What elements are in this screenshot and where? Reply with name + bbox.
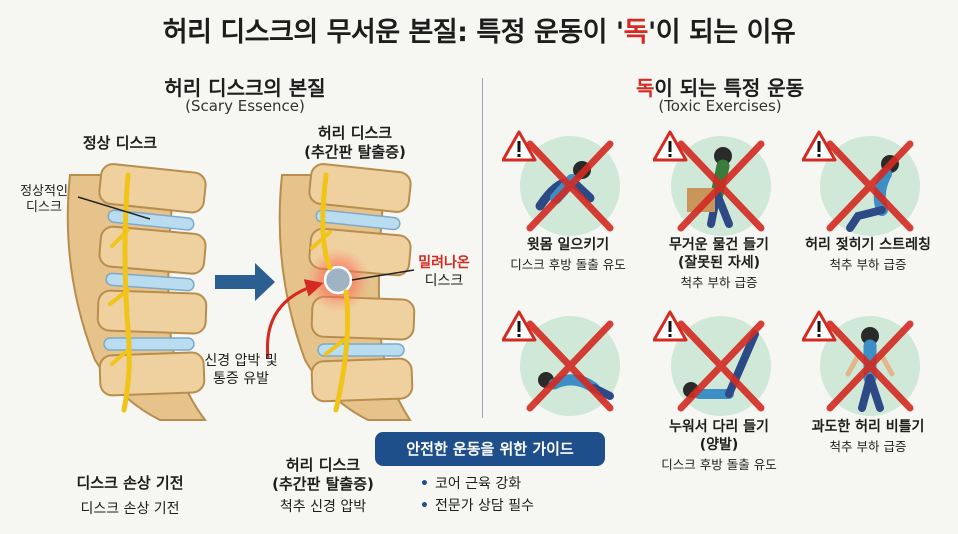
herniated-bottom-subtitle: 척추 신경 압박 (279, 499, 367, 515)
exercise-name: (양발) (699, 437, 739, 453)
nerve-callout-line-1: 신경 압박 및 (204, 353, 278, 369)
right-section-title: 독이 되는 특정 운동 (590, 72, 850, 101)
normal-spine (66, 163, 208, 421)
exercise-name: 누워서 다리 들기 (669, 419, 769, 435)
exercise-illustration (652, 310, 783, 424)
herniated-disc-label: 허리 디스크 (추간판 탈출증) (290, 124, 420, 162)
left-section-subtitle: (Scary Essence) (185, 97, 305, 115)
exercise-name: 무거운 물건 들기 (669, 237, 769, 253)
normal-disc-label: 정상 디스크 (82, 134, 158, 152)
exercise-illustration (501, 310, 632, 424)
exercise-effect: 디스크 후방 돌출 유도 (661, 457, 777, 472)
exercise-effect: 디스크 후방 돌출 유도 (510, 257, 626, 272)
disc-damage-subtitle: 디스크 손상 기전 (80, 501, 180, 517)
exercise-effect: 척추 부하 급증 (829, 439, 907, 454)
exercise-illustration (801, 130, 932, 244)
exercise-illustration (501, 130, 632, 244)
title-text-start: 허리 디스크의 무서운 본질: 특정 운동이 ' (162, 17, 624, 48)
bullet-icon: • (420, 476, 429, 492)
right-title-highlight: 독 (635, 76, 655, 100)
main-title: 허리 디스크의 무서운 본질: 특정 운동이 '독'이 되는 이유 (0, 10, 958, 49)
exercise-illustration (652, 130, 783, 244)
exercise-name: 과도한 허리 비틀기 (811, 419, 925, 435)
exercise-caption: 누워서 다리 들기 (양발) 디스크 후방 돌출 유도 (639, 418, 799, 473)
nerve-compression-callout: 신경 압박 및 통증 유발 (186, 352, 296, 388)
disc-damage-title: 디스크 손상 기전 (76, 474, 184, 492)
guide-item: • 전문가 상담 필수 (420, 496, 534, 516)
left-section-title: 허리 디스크의 본질 (164, 76, 326, 100)
exercise-name: 윗몸 일으키기 (526, 237, 610, 253)
exercise-effect: 척추 부하 급증 (829, 257, 907, 272)
pushed-out-label-red: 밀려나온 (418, 255, 470, 271)
exercise-effect: 척추 부하 급증 (680, 275, 758, 290)
pushed-out-disc-label: 밀려나온 디스크 (410, 254, 478, 290)
herniated-bottom-line-2: (추간판 탈출증) (272, 475, 374, 493)
guide-item-text: 전문가 상담 필수 (434, 498, 535, 514)
guide-item: • 코어 근육 강화 (420, 474, 521, 494)
spine-illustration (66, 163, 416, 421)
normal-disc-callout-line-1: 정상적인 (20, 184, 68, 199)
herniated-bottom-line-1: 허리 디스크 (285, 456, 361, 474)
herniated-bottom-title: 허리 디스크 (추간판 탈출증) (248, 456, 398, 494)
herniated-spine (265, 163, 416, 421)
exercise-name: 허리 젖히기 스트레칭 (805, 237, 931, 253)
exercise-caption: 무거운 물건 들기 (잘못된 자세) 척추 부하 급증 (639, 236, 799, 291)
right-section-subtitle: (Toxic Exercises) (658, 97, 782, 115)
nerve-callout-line-2: 통증 유발 (213, 371, 269, 387)
guide-item-text: 코어 근육 강화 (434, 476, 522, 492)
title-text-end: '이 되는 이유 (647, 17, 796, 48)
exercise-name: (잘못된 자세) (677, 255, 761, 271)
pushed-out-label-black: 디스크 (424, 273, 464, 289)
herniated-label-line-1: 허리 디스크 (317, 124, 393, 142)
bullet-icon: • (420, 498, 429, 514)
exercise-illustration (801, 310, 932, 424)
right-title-rest: 이 되는 특정 운동 (654, 76, 805, 100)
section-divider (482, 78, 483, 418)
normal-disc-callout-line-2: 디스크 (26, 200, 62, 215)
herniated-label-line-2: (추간판 탈출증) (304, 143, 406, 161)
title-text-highlight: 독 (623, 17, 649, 48)
safe-exercise-guide-heading: 안전한 운동을 위한 가이드 (375, 432, 605, 466)
normal-disc-callout: 정상적인 디스크 (4, 184, 84, 216)
